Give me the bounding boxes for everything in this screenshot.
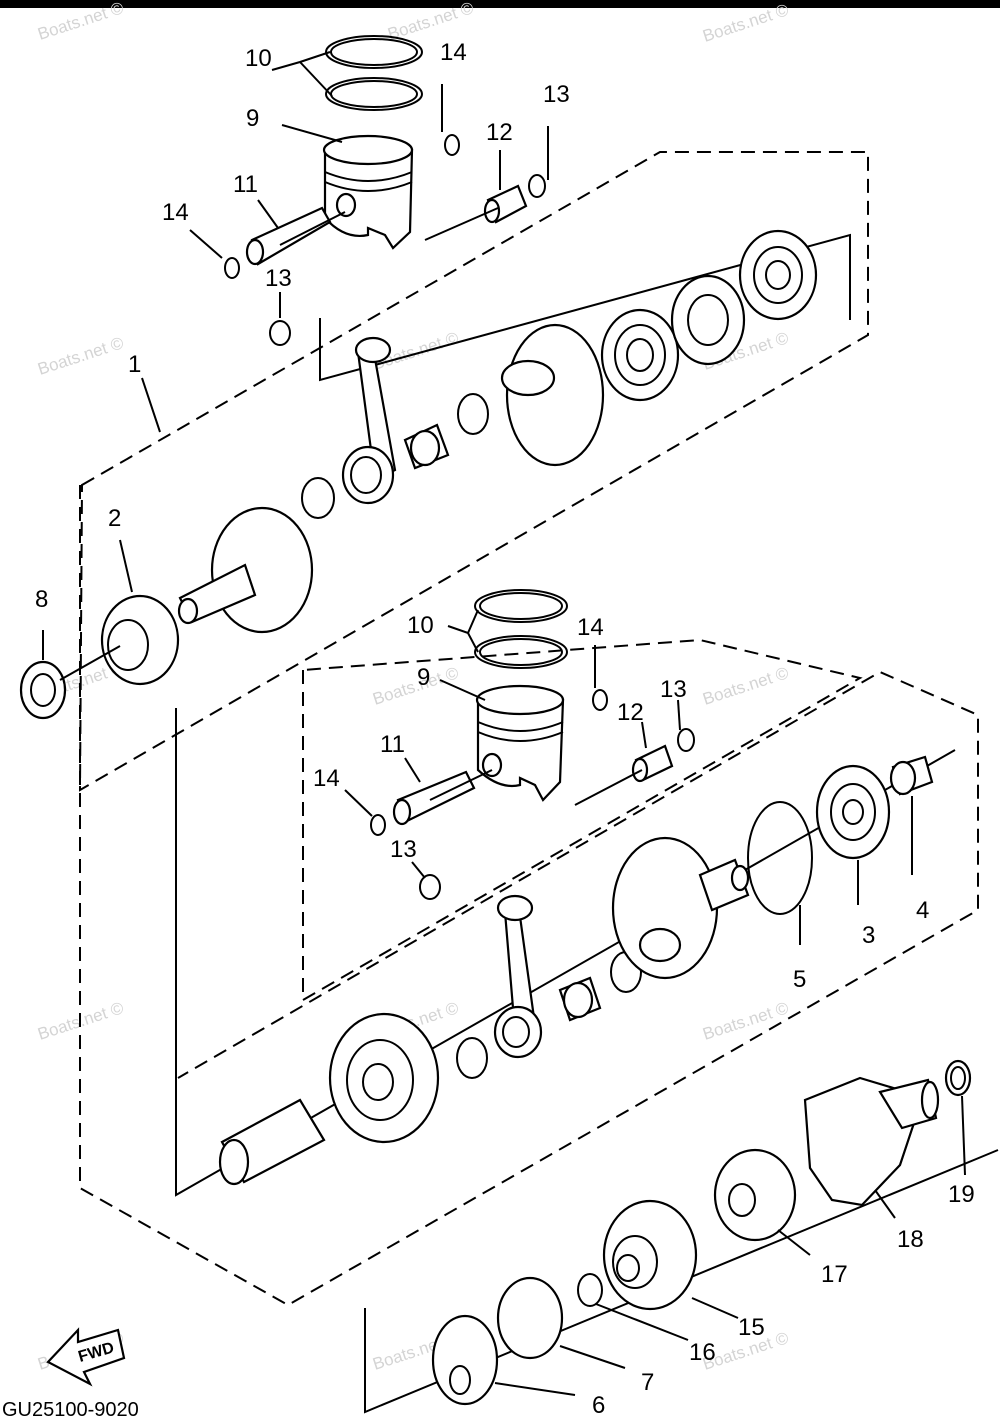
top-border: [0, 0, 1000, 8]
watermark: Boats.net ©: [700, 663, 791, 709]
leader-lines: [42, 51, 966, 1396]
washer: [419, 874, 441, 900]
piston-pin-end: [245, 238, 265, 266]
watermark: Boats.net ©: [700, 998, 791, 1044]
callout-label: 6: [592, 1392, 605, 1419]
thrust-washer: [301, 477, 335, 519]
piston-crown: [475, 684, 565, 716]
crank-journal: [500, 359, 556, 397]
callout-label: 13: [543, 81, 570, 108]
watermark: Boats.net ©: [385, 0, 476, 44]
callout-labels: 10 14 9 13 12 11 14 13 1 2 8 10 14 9 13 …: [35, 39, 975, 1419]
circlip: [592, 689, 608, 711]
callout-label: 2: [108, 505, 121, 532]
circlip: [444, 134, 460, 156]
watermark: Boats.net ©: [35, 0, 126, 44]
callout-label: 4: [916, 897, 929, 924]
rod-small-end: [354, 336, 392, 364]
callout-label: 11: [233, 171, 258, 198]
upper-piston-group: [224, 35, 546, 346]
washer: [269, 320, 291, 346]
callout-label: 1: [128, 351, 141, 378]
oil-seal: [19, 660, 67, 720]
piston-crown: [322, 134, 414, 166]
callout-label: 11: [380, 731, 405, 758]
washer: [431, 1314, 499, 1406]
watermark: Boats.net ©: [35, 333, 126, 379]
callout-label: 19: [948, 1181, 975, 1208]
bearing: [600, 308, 680, 402]
callout-label: 10: [407, 612, 434, 639]
piston-ring: [474, 589, 568, 623]
callout-label: 14: [440, 39, 467, 66]
washer: [496, 1276, 564, 1360]
washer: [577, 1273, 603, 1307]
piston-ring: [325, 77, 423, 111]
callout-label: 5: [793, 966, 806, 993]
upper-shaft-bracket: [319, 233, 851, 382]
piston-ring: [330, 80, 418, 108]
bearing: [738, 229, 818, 321]
piston-ring: [479, 592, 563, 620]
callout-label: 16: [689, 1339, 716, 1366]
callout-label: 8: [35, 586, 48, 613]
coupling: [803, 1076, 917, 1207]
piston-ring: [479, 638, 563, 666]
callout-label: 12: [617, 699, 644, 726]
crank-web: [210, 506, 314, 634]
piston-pin-boss: [335, 192, 357, 218]
callout-label: 9: [417, 664, 430, 691]
oil-seal: [670, 274, 746, 366]
lower-crankshaft: [218, 755, 934, 1186]
piston-ring: [325, 35, 423, 69]
circlip-ring: [747, 801, 813, 915]
oil-seal: [944, 1059, 972, 1097]
watermark: Boats.net ©: [370, 663, 461, 709]
washer: [528, 174, 546, 198]
callout-label: 14: [577, 614, 604, 641]
callout-label: 9: [246, 105, 259, 132]
callout-label: 18: [897, 1226, 924, 1253]
circlip: [370, 814, 386, 836]
callout-label: 13: [660, 676, 687, 703]
piston-ring: [330, 38, 418, 66]
lower-cylinder-outline: [302, 638, 863, 1002]
callout-label: 14: [313, 765, 340, 792]
drive-parts: [431, 1059, 972, 1406]
fwd-arrow-icon: FWD: [46, 1327, 126, 1387]
upper-crankshaft: [19, 229, 818, 720]
callout-label: 15: [738, 1314, 765, 1341]
lower-piston-group: [370, 589, 695, 900]
callout-label: 13: [390, 836, 417, 863]
thrust-washer: [456, 1037, 488, 1079]
callout-label: 13: [265, 265, 292, 292]
rod-big-end: [493, 1005, 543, 1059]
crankshaft-assembly-outline: [78, 151, 869, 792]
coupling-hub: [602, 1199, 698, 1311]
bearing: [100, 594, 180, 686]
callout-label: 7: [641, 1369, 654, 1396]
washer: [677, 728, 695, 752]
circlip: [224, 257, 240, 279]
thrust-washer: [457, 393, 489, 435]
document-code: GU25100-9020: [2, 1399, 139, 1421]
callout-label: 12: [486, 119, 513, 146]
watermark: Boats.net ©: [700, 0, 791, 46]
bearing: [815, 764, 891, 860]
callout-label: 14: [162, 199, 189, 226]
callout-label: 10: [245, 45, 272, 72]
callout-label: 17: [821, 1261, 848, 1288]
piston-ring: [474, 635, 568, 669]
callout-label: 3: [862, 922, 875, 949]
